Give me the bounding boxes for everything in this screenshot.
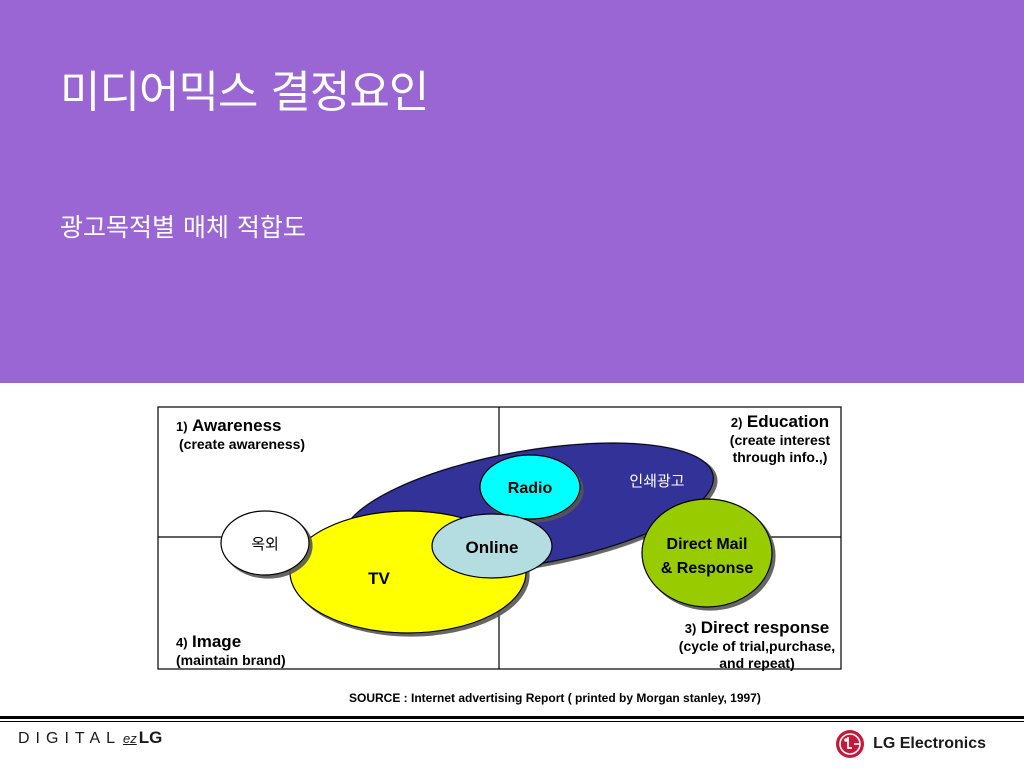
direct-mail-label-line1: Direct Mail [667, 536, 748, 553]
quadrant-education-description-line1: (create interest [729, 432, 831, 449]
online-ellipse [431, 513, 553, 579]
source-citation: SOURCE : Internet advertising Report ( p… [349, 691, 761, 705]
quadrant-image: 4) Image (maintain brand) [176, 632, 286, 669]
outdoor-ellipse [220, 510, 310, 576]
outdoor-label: 옥외 [251, 535, 279, 553]
quadrant-direct-response-description-line2: and repeat) [719, 655, 795, 672]
quadrant-awareness: 1) Awareness (create awareness) [176, 416, 305, 453]
quadrant-education-description-line2: through info.,) [732, 449, 828, 466]
lg-electronics-brand: LG Electronics [835, 729, 986, 759]
footer-ez-text: ez [123, 731, 137, 746]
digital-ez-lg-logo: DIGITAL ez LG [18, 728, 162, 754]
direct-mail-label-line2: & Response [661, 560, 754, 577]
footer-digital-text: DIGITAL [18, 730, 122, 747]
online-label: Online [466, 538, 519, 557]
quadrant-direct-response-number: 3) [684, 621, 697, 636]
radio-ellipse [479, 454, 581, 520]
quadrant-education-name: Education [746, 412, 830, 431]
quadrant-direct-response: 3) Direct response (cycle of trial,purch… [652, 618, 862, 672]
quadrant-education-number: 2) [730, 415, 743, 430]
footer-brand-text: LG Electronics [873, 735, 986, 752]
footer-divider-thick [0, 716, 1024, 719]
quadrant-awareness-number: 1) [176, 419, 188, 434]
quadrant-image-name: Image [192, 632, 242, 651]
slide-subtitle: 광고목적별 매체 적합도 [60, 213, 306, 242]
footer-divider-thin [0, 721, 1024, 722]
radio-label: Radio [508, 480, 553, 497]
direct-mail-ellipse [641, 498, 773, 608]
lg-logo-icon [836, 730, 865, 758]
quadrant-awareness-description: (create awareness) [179, 436, 306, 453]
quadrant-direct-response-name: Direct response [700, 618, 830, 637]
quadrant-direct-response-description-line1: (cycle of trial,purchase, [678, 638, 836, 655]
print-ad-label: 인쇄광고 [629, 472, 684, 490]
quadrant-awareness-name: Awareness [192, 416, 282, 435]
footer-lg-text: LG [138, 728, 163, 747]
quadrant-image-number: 4) [176, 635, 188, 650]
quadrant-image-description: (maintain brand) [176, 652, 286, 669]
title-banner [0, 0, 1024, 383]
slide-title: 미디어믹스 결정요인 [60, 67, 429, 118]
tv-label: TV [368, 569, 390, 588]
quadrant-education: 2) Education (create interest through in… [700, 412, 860, 466]
